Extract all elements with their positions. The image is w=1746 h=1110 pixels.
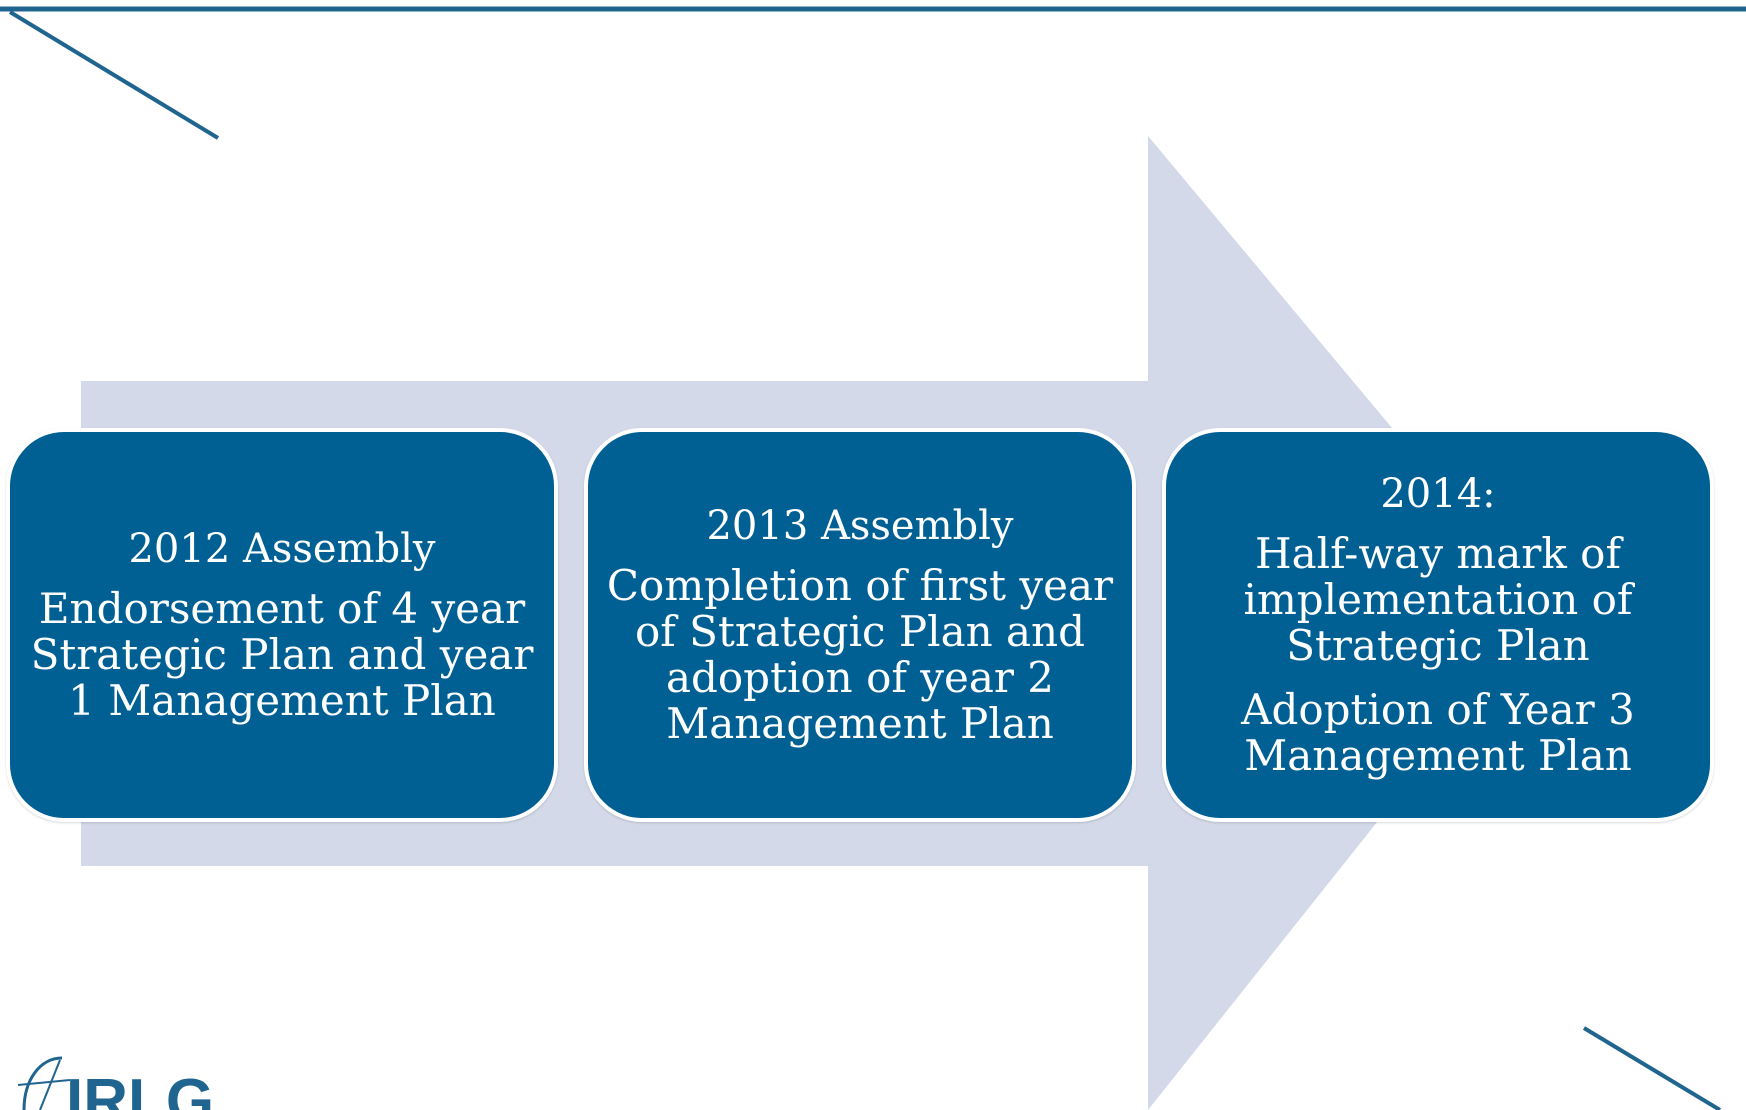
step-body: Completion of first year of Strategic Pl… — [606, 561, 1114, 748]
step-box-2013: 2013 Assembly Completion of first year o… — [584, 428, 1136, 822]
step-heading: 2012 Assembly — [128, 526, 436, 572]
step-box-2014: 2014: Half-way mark of implementation of… — [1162, 428, 1714, 822]
logo: IRLG — [17, 1056, 214, 1110]
step-body: Endorsement of 4 year Strategic Plan and… — [30, 584, 534, 725]
step-heading: 2014: — [1380, 471, 1496, 517]
step-body: Half-way mark of implementation of Strat… — [1243, 529, 1633, 670]
step-heading: 2013 Assembly — [706, 503, 1014, 549]
step-box-2012: 2012 Assembly Endorsement of 4 year Stra… — [6, 428, 558, 822]
logo-text: IRLG — [66, 1067, 214, 1110]
bottom-right-accent-line — [1582, 1026, 1722, 1110]
top-left-accent-line — [8, 10, 220, 140]
step-body-secondary: Adoption of Year 3 Management Plan — [1241, 685, 1635, 780]
logo-globe-icon — [22, 1056, 63, 1110]
